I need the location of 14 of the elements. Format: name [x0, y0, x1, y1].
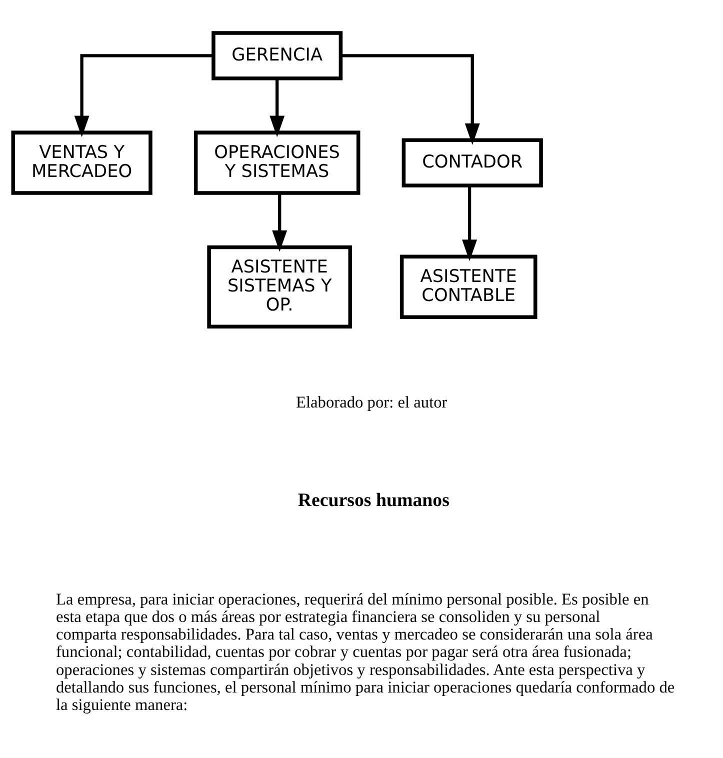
node-box: GERENCIA — [212, 30, 343, 80]
node-box: CONTADOR — [402, 138, 543, 187]
arrow — [462, 185, 478, 261]
label: Recursos humanos — [298, 490, 450, 511]
label: La empresa, para iniciar operaciones, requerirá del mínimo personal posible. Es posible en esta etapa que dos o más áreas por estrategia financiera se consoliden y su personal comparta responsabilidades. Para tal caso, ventas y mercadeo se considerarán una sola área funcional; contabilidad, cuentas por cobrar y cuentas por pagar será otra área fusionada; operaciones y sistemas compartirán objetivos y responsabilidades. Ante esta perspectiva y detallando sus funciones, el personal mínimo para iniciar operaciones quedaría conformado de la siguiente manera: — [56, 588, 675, 714]
node-box: VENTAS Y MERCADEO — [11, 130, 152, 194]
label: Elaborado por: el autor — [296, 392, 448, 412]
arrow — [270, 78, 285, 137]
arrow — [341, 54, 480, 144]
arrow — [272, 192, 288, 252]
node-box: OPERACIONES Y SISTEMAS — [194, 130, 360, 194]
node-box: ASISTENTE SISTEMAS Y OP. — [207, 244, 352, 328]
node-box: ASISTENTE CONTABLE — [400, 254, 538, 319]
arrow — [74, 54, 214, 137]
